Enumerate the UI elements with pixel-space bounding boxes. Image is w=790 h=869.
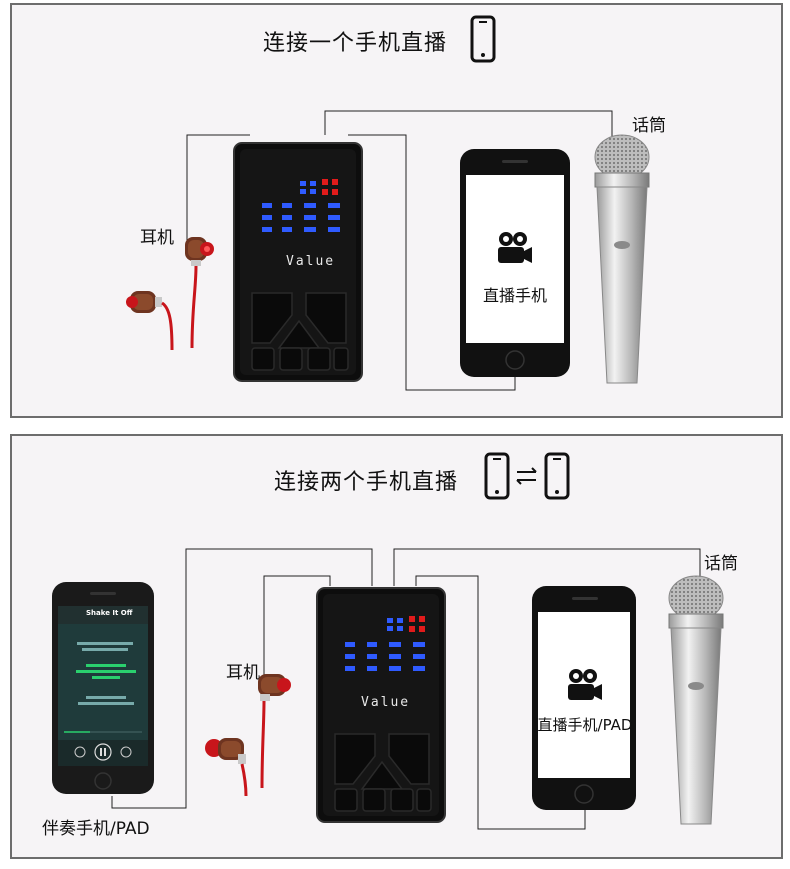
earphones-image-2	[205, 674, 291, 797]
earbud-lower	[126, 291, 174, 351]
sound-card-device-2: Value	[316, 587, 446, 823]
song-title: Shake It Off	[86, 609, 133, 617]
live-app-logo-icon-2	[568, 669, 602, 700]
earphone-label: 耳机	[140, 228, 174, 248]
phone-icon	[470, 15, 496, 63]
sound-card-device: Value	[233, 142, 363, 382]
mic-label: 话筒	[632, 116, 666, 136]
live-phone	[460, 149, 570, 377]
panel-two-phones: 连接两个手机直播 耳机 话筒 伴奏手机/PAD Shake It Off	[10, 434, 783, 859]
lyrics-area	[76, 642, 136, 705]
pad-buttons-2	[334, 733, 432, 812]
panel1-title: 连接一个手机直播	[263, 31, 448, 56]
device-brand-text-2: Value	[361, 695, 410, 710]
earbud-upper	[185, 237, 214, 349]
live-phone-screen-label: 直播手机	[482, 286, 547, 305]
earbud-lower-2	[205, 738, 248, 797]
connection-lines-2	[111, 548, 701, 830]
panel-one-phone: 连接一个手机直播 耳机 话筒	[10, 3, 783, 418]
earbud-upper-2	[258, 674, 291, 789]
accompany-label: 伴奏手机/PAD	[42, 819, 150, 839]
microphone-image-2	[668, 575, 724, 825]
live-phone-2	[532, 586, 636, 810]
earphone-label-2: 耳机	[226, 663, 260, 683]
microphone-image	[594, 134, 650, 384]
led-grid-2	[345, 616, 425, 671]
live-app-logo-icon	[498, 232, 532, 263]
connection-lines	[186, 110, 613, 391]
earphones-image	[126, 237, 214, 351]
led-grid	[262, 179, 340, 232]
mic-label-2: 话筒	[704, 554, 738, 574]
phone-swap-icon	[484, 452, 570, 500]
pad-buttons	[251, 292, 349, 371]
accompany-phone	[52, 582, 154, 794]
panel2-title: 连接两个手机直播	[274, 470, 459, 495]
live-phone-screen-label-2: 直播手机/PAD	[537, 716, 633, 734]
device-brand-text: Value	[286, 254, 335, 269]
